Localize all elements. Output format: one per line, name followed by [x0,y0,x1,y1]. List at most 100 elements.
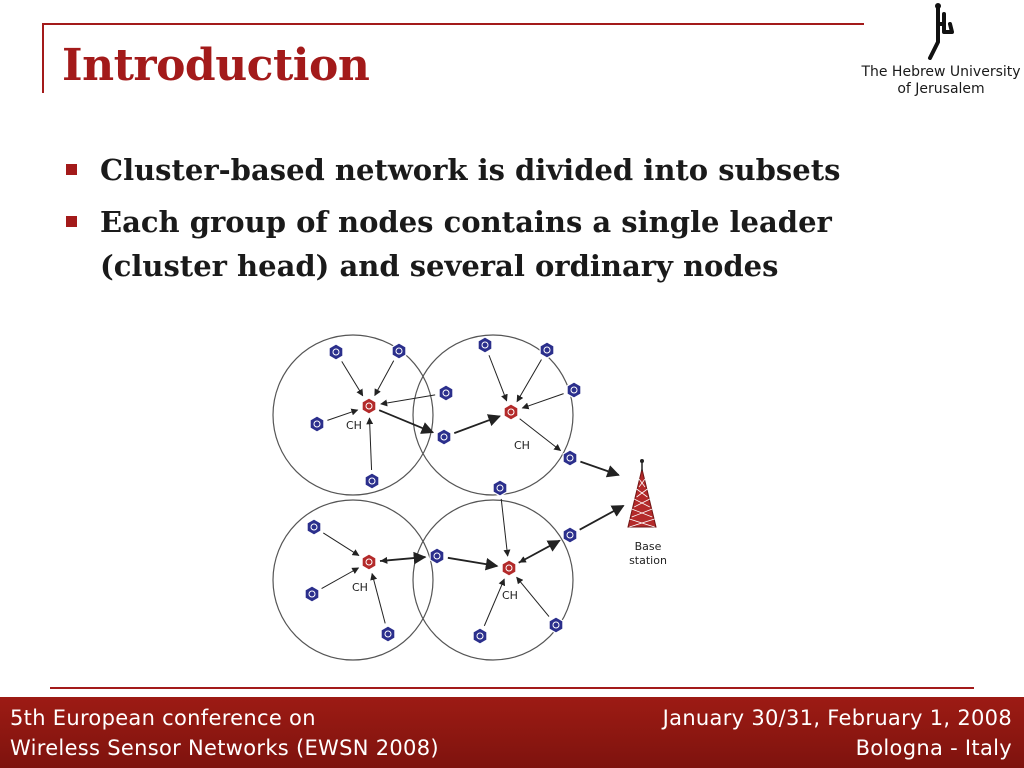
node-core-mark [476,632,484,640]
sensor-node [562,526,578,544]
tower-lattice [638,478,646,488]
data-flow-arrow [518,539,561,564]
data-flow-arrow [580,460,620,478]
cluster-boundary [412,334,574,496]
base-station-tower-icon [627,459,657,528]
university-logo: The Hebrew University of Jerusalem [858,0,1024,105]
cluster-head-node [503,403,519,421]
sensor-node [380,625,396,643]
data-flow-arrow [447,556,499,571]
conference-footer-banner: 5th European conference on Wireless Sens… [0,697,1024,768]
data-flow-arrow [516,359,542,403]
node-core-mark [442,389,450,397]
bullet-square-icon [66,164,77,175]
title-frame-left-rule [42,23,44,93]
logo-text-line1: The Hebrew University [861,64,1021,80]
data-flow-arrow [379,551,427,565]
node-core-mark [507,408,515,416]
node-core-mark [440,433,448,441]
footer-date: January 30/31, February 1, 2008 [662,706,1012,730]
node-core-mark [365,402,373,410]
data-flow-arrow [327,408,359,421]
node-core-mark [313,420,321,428]
data-flow-arrow [488,355,508,402]
sensor-node [477,336,493,354]
tower-lattice [636,488,648,498]
footer-divider [50,687,974,689]
cluster-head-label: CH [514,439,530,452]
data-flow-arrow [579,504,625,531]
cluster-head-node [361,553,377,571]
sensor-node [391,342,407,360]
data-flow-arrow [519,418,562,452]
bullet-square-icon [66,216,77,227]
tower-lattice [631,508,653,518]
sensor-node [566,381,582,399]
node-core-mark [368,477,376,485]
cluster-boundary [412,499,574,661]
sensor-node [309,415,325,433]
sensor-node [364,472,380,490]
cluster-head-node [501,559,517,577]
node-core-mark [566,531,574,539]
data-flow-arrow [483,578,506,627]
sensor-node [472,627,488,645]
data-flow-arrow [321,567,360,590]
node-core-mark [543,346,551,354]
cluster-head-node [361,397,377,415]
bullet-list: Cluster-based network is divided into su… [62,148,962,296]
cluster-boundary [272,334,434,496]
node-core-mark [308,590,316,598]
data-flow-arrow [516,576,550,617]
footer-conference-line2: Wireless Sensor Networks (EWSN 2008) [10,736,439,760]
sensor-node [438,384,454,402]
sensor-node [306,518,322,536]
node-core-mark [566,454,574,462]
bullet-item: Cluster-based network is divided into su… [62,148,962,192]
logo-text-line2: of Jerusalem [897,81,985,97]
sensor-node [429,547,445,565]
network-diagram-svg: CH CH CH CH Base station [272,334,667,661]
node-core-mark [496,484,504,492]
tower-antenna-tip [640,459,644,463]
sensor-node [304,585,320,603]
sensor-node [436,428,452,446]
cluster-head-label: CH [352,581,368,594]
bullet-text: Each group of nodes contains a single le… [100,205,832,239]
sensor-node [548,616,564,634]
slide-title: Introduction [62,40,370,91]
base-station-label: Base [635,540,662,553]
data-flow-arrow [500,498,511,557]
bullet-text: Cluster-based network is divided into su… [100,153,841,187]
sensor-node [562,449,578,467]
node-core-mark [310,523,318,531]
data-flow-arrow [521,393,564,410]
cluster-network-diagram: CH CH CH CH Base station [268,305,688,685]
tower-body [627,468,657,528]
data-flow-arrow [380,394,436,407]
node-core-mark [570,386,578,394]
node-core-mark [552,621,560,629]
cluster-head-label: CH [502,589,518,602]
data-flow-arrow [374,360,395,397]
cluster-boundary [272,499,434,661]
node-core-mark [332,348,340,356]
data-flow-arrow [453,414,501,434]
menorah-emblem-icon [928,3,954,60]
node-core-mark [365,558,373,566]
cluster-head-label: CH [346,419,362,432]
data-flow-arrow [341,361,364,397]
sensor-node [328,343,344,361]
node-core-mark [481,341,489,349]
node-core-mark [395,347,403,355]
node-core-mark [384,630,392,638]
data-flow-arrow [366,417,374,471]
sensor-node [492,479,508,497]
node-core-mark [433,552,441,560]
tower-lattice [629,518,655,528]
base-station-label: station [629,554,667,567]
footer-location: Bologna - Italy [855,736,1012,760]
tower-lattice [634,498,650,508]
title-frame-top-rule [42,23,864,25]
data-flow-arrow [370,572,386,624]
